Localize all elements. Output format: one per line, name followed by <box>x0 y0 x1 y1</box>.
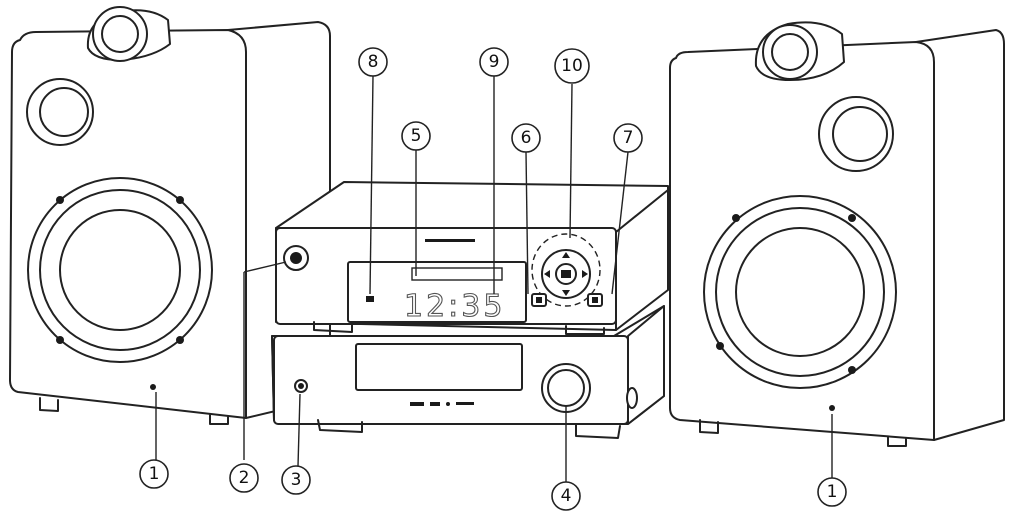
svg-text:7: 7 <box>623 128 634 148</box>
svg-text:10: 10 <box>561 56 583 76</box>
right-woofer <box>703 195 897 389</box>
callout-display-left-area: 8 <box>358 47 388 77</box>
display-clock: 12:35 <box>404 289 505 324</box>
left-woofer <box>27 177 213 363</box>
callout-speaker-left: 1 <box>139 459 169 489</box>
svg-text:8: 8 <box>368 52 379 72</box>
svg-text:3: 3 <box>291 470 302 490</box>
left-function-button[interactable] <box>531 293 547 307</box>
left-top-tweeter <box>86 6 171 62</box>
volume-knob[interactable] <box>541 363 591 413</box>
headphone-jack[interactable] <box>294 379 308 393</box>
main-unit: 12:35 <box>271 181 669 439</box>
left-speaker <box>9 6 331 425</box>
right-speaker <box>669 21 1005 447</box>
callout-button-left: 6 <box>511 123 541 153</box>
svg-text:6: 6 <box>521 128 532 148</box>
callout-headphone-jack: 3 <box>281 465 311 495</box>
power-button[interactable] <box>283 245 309 271</box>
callout-speaker-right: 1 <box>817 477 847 507</box>
callout-navigation-pad: 10 <box>554 48 590 84</box>
callout-power-button: 2 <box>229 463 259 493</box>
left-bass-port <box>26 78 94 146</box>
right-function-button[interactable] <box>587 293 603 307</box>
svg-text:5: 5 <box>411 126 422 146</box>
svg-text:9: 9 <box>489 52 500 72</box>
svg-text:4: 4 <box>561 486 572 506</box>
svg-text:1: 1 <box>149 464 160 484</box>
svg-text:1: 1 <box>827 482 838 502</box>
leader-lines <box>155 75 833 482</box>
callout-display: 5 <box>401 121 431 151</box>
right-bass-port <box>818 96 894 172</box>
callout-volume-knob: 4 <box>551 481 581 511</box>
callout-button-right: 7 <box>613 123 643 153</box>
callout-display-right-area: 9 <box>479 47 509 77</box>
right-top-tweeter <box>754 21 845 81</box>
navigation-pad[interactable] <box>531 233 601 307</box>
display-panel: 12:35 <box>347 239 527 325</box>
svg-text:2: 2 <box>239 468 250 488</box>
disc-tray <box>355 343 523 391</box>
